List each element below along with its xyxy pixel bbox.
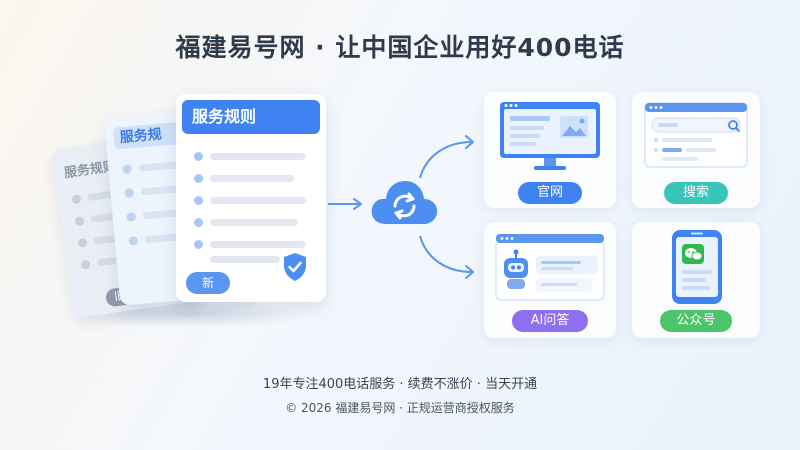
page-title: 福建易号网 · 让中国企业用好400电话 [175, 33, 625, 62]
bullet-icon [128, 235, 139, 246]
arrow-up-right-icon [419, 135, 474, 179]
channel-card-official-account: 公众号 [632, 222, 760, 338]
text-line [210, 219, 298, 226]
footer-copyright: © 2026 福建易号网 · 正规运营商授权服务 [285, 401, 515, 415]
text-line [210, 175, 294, 182]
front-document-title: 服务规则 [182, 100, 320, 134]
bullet-icon [77, 237, 88, 248]
bullet-icon [122, 164, 132, 175]
bullet-icon [194, 218, 203, 227]
bullet-icon [80, 259, 91, 270]
monitor-icon [500, 102, 600, 170]
channel-label-website: 官网 [518, 182, 582, 204]
ai-robot-chat-icon [495, 234, 605, 301]
arrow-down-right-icon [419, 235, 474, 279]
bullet-icon [74, 215, 85, 227]
text-line [210, 197, 306, 204]
bullet-icon [194, 152, 203, 161]
cloud-sync-icon [371, 181, 438, 224]
search-browser-icon [644, 102, 748, 168]
footer-highlights: 19年专注400电话服务 · 续费不涨价 · 当天开通 [262, 377, 538, 392]
shield-check-icon [284, 253, 306, 281]
text-line [210, 153, 306, 160]
bullet-icon [194, 240, 203, 249]
channel-card-search: 搜索 [632, 92, 760, 208]
bullet-icon [71, 194, 82, 205]
text-line [210, 256, 280, 263]
new-badge: 新 [186, 272, 230, 294]
channel-card-website: 官网 [484, 92, 616, 208]
channel-label-search: 搜索 [664, 182, 728, 204]
phone-wechat-icon [672, 230, 722, 304]
bullet-icon [194, 174, 203, 183]
bullet-icon [194, 196, 203, 205]
new-rules-document: 服务规则 新 [176, 94, 326, 302]
arrow-right-icon [328, 198, 362, 210]
text-line [210, 241, 306, 248]
channel-label-ai-qa: AI问答 [512, 310, 588, 332]
bullet-icon [126, 212, 137, 222]
channel-card-ai-qa: AI问答 [484, 222, 616, 338]
channel-label-official-account: 公众号 [660, 310, 732, 332]
bullet-icon [124, 188, 135, 198]
